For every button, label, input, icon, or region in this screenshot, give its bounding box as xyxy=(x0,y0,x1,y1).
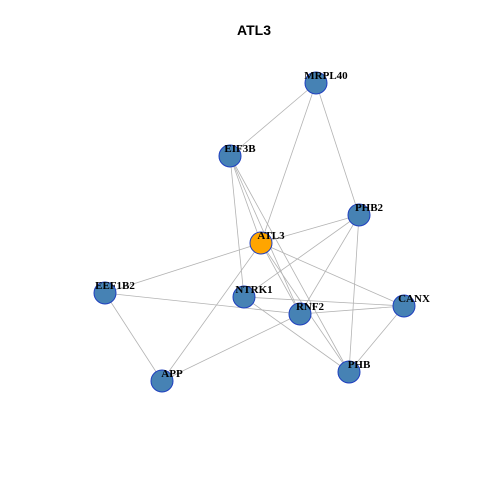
node-label-canx: CANX xyxy=(398,293,430,305)
edge-mrpl40-eif3b xyxy=(229,82,317,157)
edge-eif3b-atl3 xyxy=(229,155,262,244)
edge-rnf2-canx xyxy=(299,305,405,315)
node-phb: PHB xyxy=(337,359,371,384)
edge-atl3-app xyxy=(161,242,262,382)
node-circle-rnf2 xyxy=(288,302,312,326)
node-circle-ntrk1 xyxy=(232,285,256,309)
node-mrpl40: MRPL40 xyxy=(304,70,348,95)
node-label-phb: PHB xyxy=(348,359,371,371)
edge-atl3-rnf2 xyxy=(260,242,301,315)
node-eef1b2: EEF1B2 xyxy=(93,280,135,305)
node-label-eif3b: EIF3B xyxy=(224,143,256,155)
node-label-app: APP xyxy=(161,368,183,380)
node-circle-canx xyxy=(392,294,416,318)
node-phb2: PHB2 xyxy=(347,202,384,227)
edge-ntrk1-canx xyxy=(243,296,405,307)
node-rnf2: RNF2 xyxy=(288,301,325,326)
node-ntrk1: NTRK1 xyxy=(232,284,273,309)
node-circle-phb xyxy=(337,360,361,384)
edge-eef1b2-app xyxy=(104,292,163,382)
node-circle-eif3b xyxy=(218,144,242,168)
edge-phb2-atl3 xyxy=(260,214,360,244)
node-atl3: ATL3 xyxy=(249,230,285,255)
edge-eef1b2-rnf2 xyxy=(104,292,301,315)
node-circle-eef1b2 xyxy=(93,281,117,305)
edge-mrpl40-atl3 xyxy=(260,82,317,244)
edge-phb2-rnf2 xyxy=(299,214,360,315)
node-label-phb2: PHB2 xyxy=(355,202,384,214)
edge-eif3b-ntrk1 xyxy=(229,155,245,298)
node-label-ntrk1: NTRK1 xyxy=(235,284,272,296)
edge-eif3b-phb xyxy=(229,155,350,373)
node-label-eef1b2: EEF1B2 xyxy=(95,280,135,292)
node-circle-app xyxy=(150,369,174,393)
diagram-title: ATL3 xyxy=(237,22,271,38)
edge-phb2-ntrk1 xyxy=(243,214,360,298)
edge-atl3-canx xyxy=(260,242,405,307)
node-label-rnf2: RNF2 xyxy=(296,301,325,313)
node-app: APP xyxy=(150,368,183,393)
node-eif3b: EIF3B xyxy=(218,143,256,168)
node-circle-mrpl40 xyxy=(304,71,328,95)
edge-ntrk1-phb xyxy=(243,296,350,373)
edges-layer xyxy=(104,82,405,382)
edge-mrpl40-phb2 xyxy=(315,82,360,216)
node-canx: CANX xyxy=(392,293,430,318)
edge-atl3-eef1b2 xyxy=(104,242,262,294)
node-circle-phb2 xyxy=(347,203,371,227)
edge-canx-phb xyxy=(348,305,405,373)
node-label-atl3: ATL3 xyxy=(257,230,285,242)
node-label-mrpl40: MRPL40 xyxy=(304,70,348,82)
edge-rnf2-app xyxy=(161,313,301,382)
edge-phb2-phb xyxy=(348,214,360,373)
node-circle-atl3 xyxy=(249,231,273,255)
